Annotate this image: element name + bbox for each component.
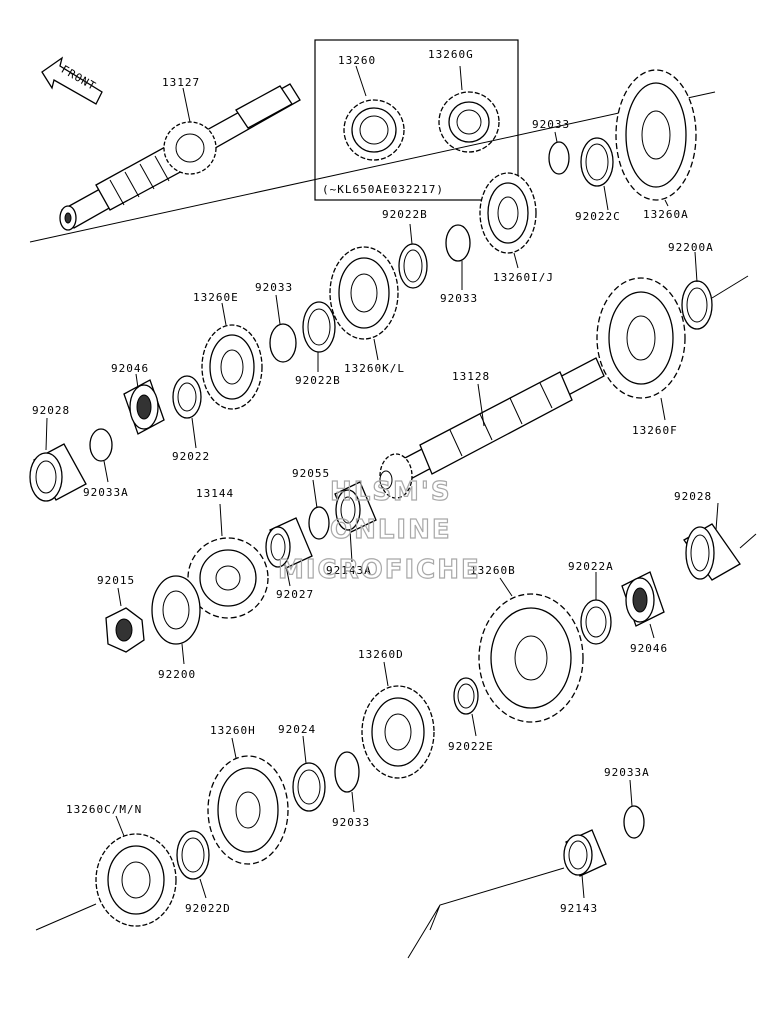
washer-92022A [580, 599, 612, 645]
label-92033A-right: 92033A [604, 766, 650, 779]
label-92046-left: 92046 [111, 362, 149, 375]
circlip-92033A-right [623, 805, 645, 839]
label-92033-mid: 92033 [440, 292, 478, 305]
gear-13260E [201, 324, 263, 410]
label-92143: 92143 [560, 902, 598, 915]
label-92028-left: 92028 [32, 404, 70, 417]
washer-92022C [580, 137, 614, 187]
washer-92200A [681, 280, 713, 330]
washer-92022D [176, 830, 210, 880]
bearing-92028-right [683, 523, 741, 581]
oring-92055 [308, 506, 330, 540]
circlip-92033-bottom [334, 751, 360, 793]
label-92033-left: 92033 [255, 281, 293, 294]
label-92055: 92055 [292, 467, 330, 480]
label-13144: 13144 [196, 487, 234, 500]
circlip-92033A-left [89, 428, 113, 462]
label-13260B: 13260B [470, 564, 516, 577]
label-92143A: 92143A [326, 564, 372, 577]
label-92028-right: 92028 [674, 490, 712, 503]
label-92033-bottom: 92033 [332, 816, 370, 829]
gear-13260B [478, 593, 584, 723]
collar-92143A [334, 481, 377, 533]
washer-92024 [292, 762, 326, 812]
washer-92022E [453, 677, 479, 715]
label-92033-top: 92033 [532, 118, 570, 131]
bearing-92028-left [29, 443, 87, 502]
circlip-92033-top [548, 141, 570, 175]
gear-13260F [596, 277, 686, 399]
watermark: HLSM'S ONLINE MICROFICHE [277, 476, 481, 585]
watermark-line-2: ONLINE [330, 515, 452, 545]
label-13260F: 13260F [632, 424, 678, 437]
upper-shaft-axis [29, 91, 716, 243]
watermark-line-3: MICROFICHE [278, 555, 481, 585]
washer-92200 [151, 575, 201, 645]
label-92015: 92015 [97, 574, 135, 587]
washer-92022B-low [302, 301, 336, 353]
gear-13260H [207, 755, 289, 865]
inset-box: 13260 13260G (~KL650AE032217) [314, 39, 519, 201]
label-92022B-top: 92022B [382, 208, 428, 221]
washer-92022B-top [398, 243, 428, 289]
label-13260H: 13260H [210, 724, 256, 737]
gear-13260A [615, 69, 697, 201]
label-13260G: 13260G [428, 48, 474, 61]
label-92200A: 92200A [668, 241, 714, 254]
bearing-92046-right [621, 571, 665, 627]
label-92022B-low: 92022B [295, 374, 341, 387]
bearing-92046-left [123, 379, 165, 435]
circlip-92033-mid [445, 224, 471, 262]
gear-13260D [361, 685, 435, 779]
washer-92022 [172, 375, 202, 419]
label-92200: 92200 [158, 668, 196, 681]
lower-shaft-axis-left [35, 903, 97, 931]
collar-92027 [265, 517, 313, 569]
gear-13260G [438, 91, 500, 153]
circlip-92033-left [269, 323, 297, 363]
label-92027: 92027 [276, 588, 314, 601]
label-13260E: 13260E [193, 291, 239, 304]
label-13260A: 13260A [643, 208, 689, 221]
output-shaft-axis-right [711, 275, 749, 299]
label-92024: 92024 [278, 723, 316, 736]
gear-13260 [343, 99, 405, 161]
inset-note: (~KL650AE032217) [322, 183, 444, 196]
watermark-line-1: HLSM'S [330, 477, 452, 507]
nut-92015 [105, 607, 145, 653]
lower-shaft-axis-right [739, 533, 757, 549]
shaft-13128 [379, 357, 605, 499]
label-92033A-left: 92033A [83, 486, 129, 499]
label-92022: 92022 [172, 450, 210, 463]
front-direction-arrow: FRONT [41, 56, 103, 105]
label-13260D: 13260D [358, 648, 404, 661]
label-92046-right: 92046 [630, 642, 668, 655]
collar-92143 [563, 829, 607, 877]
shaft-13127 [59, 83, 301, 231]
label-13128: 13128 [452, 370, 490, 383]
sprocket-13144 [187, 537, 269, 619]
label-13127: 13127 [162, 76, 200, 89]
label-92022E: 92022E [448, 740, 494, 753]
counter-shaft-axis [407, 867, 565, 959]
label-92022A: 92022A [568, 560, 614, 573]
label-92022C: 92022C [575, 210, 621, 223]
gear-13260IJ [479, 172, 537, 254]
label-13260IJ: 13260I/J [493, 271, 554, 284]
gear-13260CMN [95, 833, 177, 927]
label-13260CMN: 13260C/M/N [66, 803, 142, 816]
gear-13260KL [329, 246, 399, 340]
label-92022D: 92022D [185, 902, 231, 915]
label-13260: 13260 [338, 54, 376, 67]
label-13260KL: 13260K/L [344, 362, 405, 375]
